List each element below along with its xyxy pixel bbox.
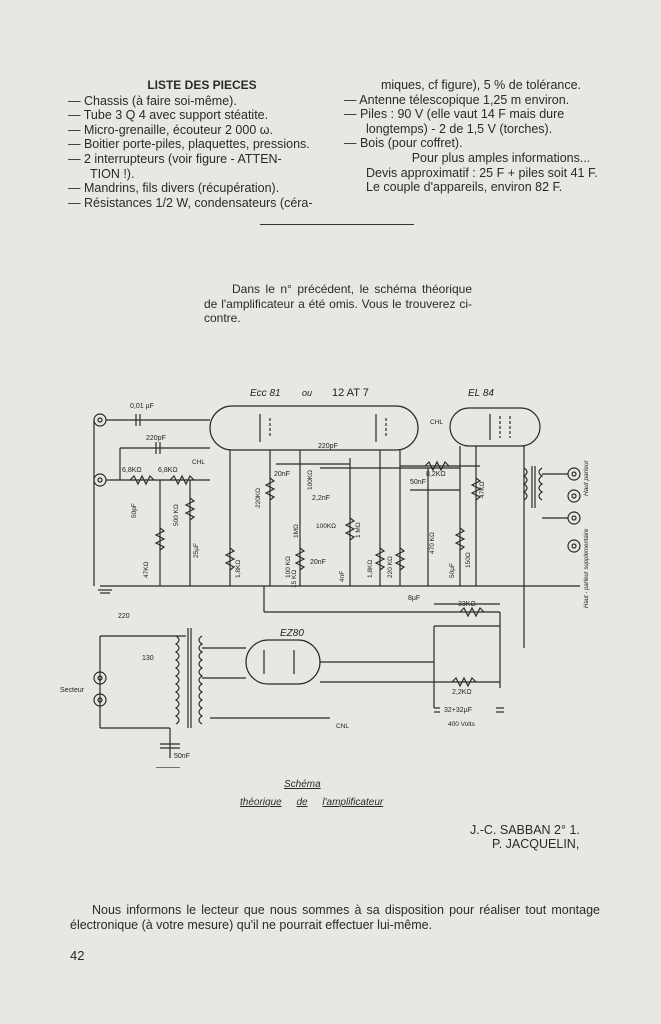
label-r100k: 100 KΩ <box>285 556 292 578</box>
label-c22n: 2,2nF <box>312 495 330 502</box>
parts-list-heading: LISTE DES PIECES <box>147 78 257 92</box>
parts-list-item-continuation: TION !). <box>90 166 135 181</box>
intro-paragraph: Dans le n° précédent, le schéma théoriqu… <box>204 282 472 326</box>
tube-alt-separator: ou <box>302 388 312 398</box>
label-r68b: 6,8KΩ <box>158 467 178 474</box>
label-c50u: 50µF <box>449 563 456 578</box>
schematic-caption-title: Schéma <box>284 779 321 790</box>
caption-word: de <box>296 797 308 808</box>
label-r150: 150Ω <box>465 552 472 568</box>
parts-list-item: — 2 interrupteurs (voir figure - ATTEN- <box>68 151 282 166</box>
label-r220k: 220KΩ <box>255 488 262 508</box>
label-r18k: 1,8KΩ <box>235 560 242 578</box>
label-c50n: 50nF <box>410 479 426 486</box>
label-c4n: 4nF <box>339 571 346 582</box>
parts-list-continuation: miques, cf figure), 5 % de tolérance. <box>380 78 582 92</box>
parts-list-left-column: LISTE DES PIECES — Chassis (à faire soi-… <box>68 78 336 210</box>
label-r100k-c: 100KΩ <box>316 523 336 530</box>
label-r33k: 33KΩ <box>458 601 476 608</box>
label-v400: 400 Volts <box>448 721 475 728</box>
parts-list-item: — Piles : 90 V (elle vaut 14 F mais dure <box>344 107 565 122</box>
pair-price-line: Le couple d'appareils, environ 82 F. <box>366 180 563 195</box>
amplifier-schematic: Ecc 81 ou 12 AT 7 EL 84 EZ80 0,01 µF 220… <box>60 387 590 768</box>
label-r500k: 500 KΩ <box>173 504 180 526</box>
label-r18k-b: 1,8KΩ <box>367 560 374 578</box>
label-r47k: 47KΩ <box>143 561 150 578</box>
label-c50n-b: 50nF <box>174 753 190 760</box>
label-v130: 130 <box>142 655 154 662</box>
tube1-label: Ecc 81 <box>250 388 281 399</box>
label-chl-b: CHL <box>430 419 443 426</box>
schematic-caption-subtitle: théorique de l'amplificateur <box>240 797 395 808</box>
section-divider <box>260 224 414 225</box>
parts-list-item: — Mandrins, fils divers (récupération). <box>68 181 280 196</box>
label-r47k-b: 47KΩ <box>479 481 486 498</box>
label-r1m-b: 1 MΩ <box>355 522 362 538</box>
label-c50p: 50pF <box>131 503 138 518</box>
label-extra-speaker: Haut - parleur supplementaire <box>584 528 590 608</box>
authors-block: J.-C. SABBAN 2° 1. P. JACQUELIN, <box>470 823 580 851</box>
label-c3232: 32+32µF <box>444 707 472 714</box>
footer-paragraph: Nous informons le lecteur que nous somme… <box>70 903 600 933</box>
parts-list-item: — Antenne télescopique 1,25 m environ. <box>344 92 570 107</box>
label-c220b: 220pF <box>318 443 338 450</box>
label-r82k: 8,2KΩ <box>426 471 446 478</box>
label-c220a: 220pF <box>146 435 166 442</box>
label-cnl: CNL <box>336 723 349 730</box>
parts-list-item: — Chassis (à faire soi-même). <box>68 93 237 108</box>
label-r100k-b: 100KΩ <box>307 470 314 490</box>
estimate-line: Devis approximatif : 25 F + piles soit 4… <box>366 165 598 180</box>
label-c20n-a: 20nF <box>274 471 290 478</box>
author-line: J.-C. SABBAN 2° 1. <box>470 823 580 837</box>
caption-word: l'amplificateur <box>322 797 384 808</box>
label-v220: 220 <box>118 613 130 620</box>
author-line: P. JACQUELIN, <box>492 837 580 851</box>
label-speaker: Haut parleur <box>583 459 590 496</box>
label-r15k: 15 KΩ <box>291 570 298 588</box>
parts-list-item: — Bois (pour coffret). <box>344 136 463 151</box>
label-c20n-b: 20nF <box>310 559 326 566</box>
label-secteur: Secteur <box>60 687 85 694</box>
label-c8u: 8µF <box>408 595 420 602</box>
parts-list-right-column: miques, cf figure), 5 % de tolérance. — … <box>344 78 618 195</box>
tube1-alt-label: 12 AT 7 <box>332 387 369 399</box>
info-line: Pour plus amples informations... <box>411 150 591 165</box>
label-c-in: 0,01 µF <box>130 403 154 410</box>
parts-list-item: — Boitier porte-piles, plaquettes, press… <box>68 137 310 152</box>
label-r470k: 470 KΩ <box>429 532 436 554</box>
caption-word: théorique <box>240 797 282 808</box>
tube2-label: EL 84 <box>468 388 494 399</box>
rectifier-label: EZ80 <box>280 628 304 639</box>
label-r22k: 2,2KΩ <box>452 689 472 696</box>
label-c25: 25µF <box>193 543 200 558</box>
parts-list-item: — Tube 3 Q 4 avec support stéatite. <box>68 108 269 123</box>
label-r1m-a: 1MΩ <box>293 524 300 538</box>
intro-text: Dans le n° précédent, le schéma théoriqu… <box>204 282 472 326</box>
footer-text: Nous informons le lecteur que nous somme… <box>70 903 600 932</box>
parts-list-item: — Résistances 1/2 W, condensateurs (céra… <box>68 195 313 210</box>
parts-list-item: — Micro-grenaille, écouteur 2 000 ω. <box>68 122 273 137</box>
label-chl-a: CHL <box>192 459 205 466</box>
parts-list-item-continuation: longtemps) - 2 de 1,5 V (torches). <box>366 121 553 136</box>
page-number: 42 <box>70 948 85 963</box>
label-r220k-b: 220 KΩ <box>387 556 394 578</box>
label-r68a: 6,8KΩ <box>122 467 142 474</box>
